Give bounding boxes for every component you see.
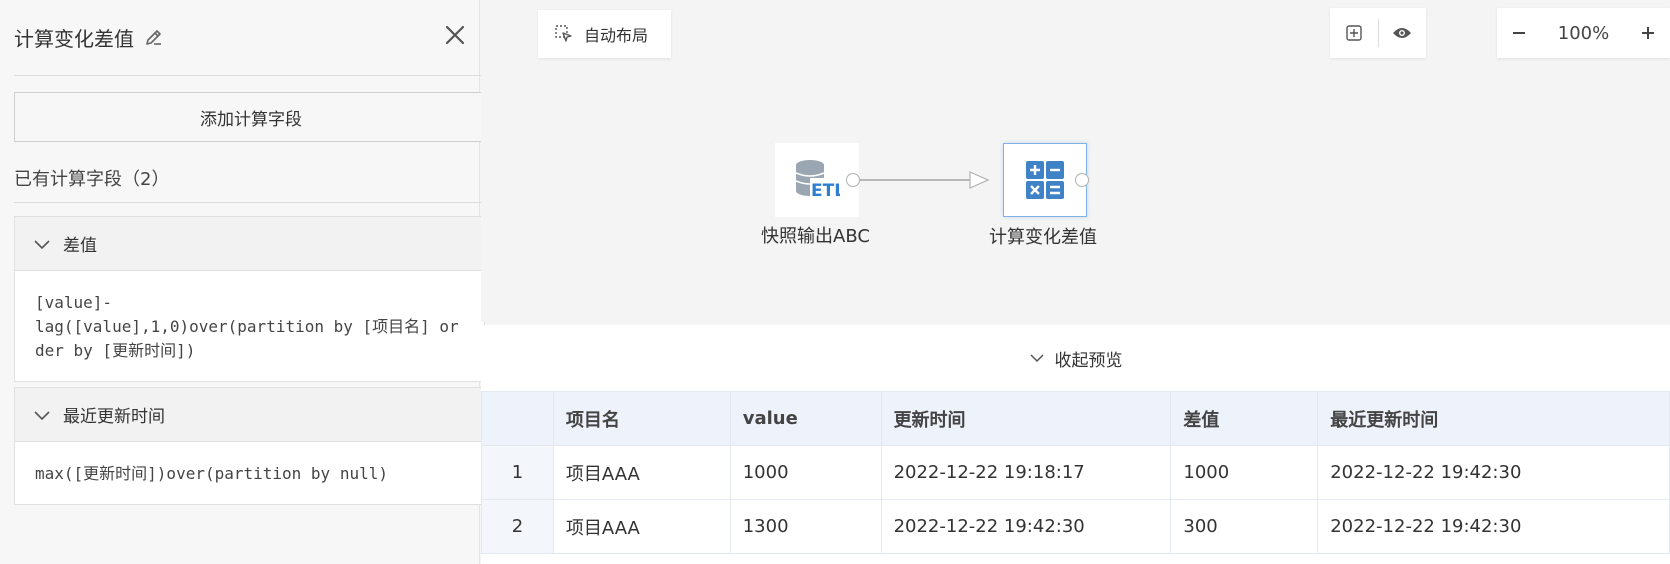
- divider: [14, 202, 485, 203]
- calc-field-card: 最近更新时间 max([更新时间])over(partition by null…: [14, 387, 485, 505]
- flow-node-label: 快照输出ABC: [761, 226, 870, 247]
- output-port[interactable]: [1075, 173, 1089, 187]
- table-header-row: 项目名 value 更新时间 差值 最近更新时间: [481, 391, 1670, 446]
- calc-field-header[interactable]: 差值: [15, 217, 484, 271]
- preview-toggle-button[interactable]: [1378, 8, 1426, 58]
- panel-title: 计算变化差值: [14, 26, 134, 51]
- minus-icon: [1513, 32, 1526, 34]
- data-preview: 收起预览 项目名 value 更新时间 差值 最近更新时间 1 项目AAA 10…: [481, 325, 1670, 564]
- zoom-controls: 100%: [1497, 8, 1670, 58]
- existing-fields-label: 已有计算字段（2）: [14, 169, 170, 190]
- column-header[interactable]: value: [729, 391, 882, 446]
- zoom-level: 100%: [1557, 22, 1610, 44]
- auto-layout-button[interactable]: 自动布局: [538, 10, 671, 58]
- calc-field-formula[interactable]: [value]- lag([value],1,0)over(partition …: [35, 293, 459, 360]
- flow-node-label: 计算变化差值: [989, 227, 1097, 248]
- add-calc-field-button[interactable]: 添加计算字段: [14, 92, 488, 142]
- add-node-icon: [1346, 25, 1362, 41]
- flow-node-snapshot-output[interactable]: ETL: [775, 143, 859, 217]
- table-row: 2 项目AAA 1300 2022-12-22 19:42:30 300 202…: [481, 499, 1670, 554]
- row-index: 2: [481, 499, 554, 554]
- auto-layout-label: 自动布局: [584, 26, 649, 45]
- column-header[interactable]: 最近更新时间: [1317, 391, 1670, 446]
- pencil-edit-icon[interactable]: [144, 27, 164, 47]
- calc-field-name: 最近更新时间: [63, 407, 165, 427]
- flow-connector: [857, 171, 990, 189]
- close-icon[interactable]: [444, 24, 466, 46]
- chevron-down-icon: [1029, 350, 1045, 366]
- calculator-icon: [1026, 161, 1064, 199]
- calc-field-formula[interactable]: max([更新时间])over(partition by null): [35, 464, 388, 483]
- column-header[interactable]: 更新时间: [880, 391, 1172, 446]
- view-tools: [1330, 8, 1426, 58]
- column-header[interactable]: 差值: [1170, 391, 1319, 446]
- eye-icon: [1393, 28, 1412, 38]
- column-header[interactable]: 项目名: [552, 391, 731, 446]
- chevron-down-icon: [33, 406, 51, 424]
- calc-field-name: 差值: [63, 236, 97, 256]
- table-cell: 2022-12-22 19:42:30: [1317, 445, 1670, 500]
- table-cell: 2022-12-22 19:42:30: [880, 499, 1172, 554]
- divider: [14, 75, 488, 76]
- collapse-preview-button[interactable]: 收起预览: [481, 325, 1670, 391]
- add-node-button[interactable]: [1330, 8, 1378, 58]
- table-cell: 1000: [1170, 445, 1319, 500]
- svg-text:ETL: ETL: [811, 181, 840, 201]
- calc-field-header[interactable]: 最近更新时间: [15, 388, 484, 442]
- calc-field-panel: 计算变化差值 添加计算字段 已有计算字段（2） 差值 [value]- lag(…: [0, 0, 488, 564]
- calc-field-card: 差值 [value]- lag([value],1,0)over(partiti…: [14, 216, 485, 382]
- flow-canvas[interactable]: 自动布局 100% ETL 快照输出AB: [481, 0, 1670, 322]
- divider: [1377, 19, 1379, 47]
- output-port[interactable]: [846, 173, 860, 187]
- auto-layout-icon: [554, 24, 574, 44]
- column-header: [481, 391, 554, 446]
- table-cell: 1000: [729, 445, 882, 500]
- table-row: 1 项目AAA 1000 2022-12-22 19:18:17 1000 20…: [481, 445, 1670, 500]
- plus-icon: [1641, 27, 1654, 39]
- chevron-down-icon: [33, 235, 51, 253]
- zoom-in-button[interactable]: [1625, 8, 1670, 58]
- panel-header: 计算变化差值: [14, 20, 488, 54]
- table-cell: 项目AAA: [552, 499, 731, 554]
- table-cell: 2022-12-22 19:42:30: [1317, 499, 1670, 554]
- etl-database-icon: ETL: [795, 160, 840, 201]
- row-index: 1: [481, 445, 554, 500]
- table-cell: 1300: [729, 499, 882, 554]
- preview-table: 项目名 value 更新时间 差值 最近更新时间 1 项目AAA 1000 20…: [481, 391, 1670, 554]
- flow-node-calc-diff[interactable]: [1003, 143, 1087, 217]
- collapse-preview-label: 收起预览: [1054, 350, 1123, 371]
- zoom-out-button[interactable]: [1497, 8, 1542, 58]
- table-cell: 2022-12-22 19:18:17: [880, 445, 1172, 500]
- table-cell: 300: [1170, 499, 1319, 554]
- table-cell: 项目AAA: [552, 445, 731, 500]
